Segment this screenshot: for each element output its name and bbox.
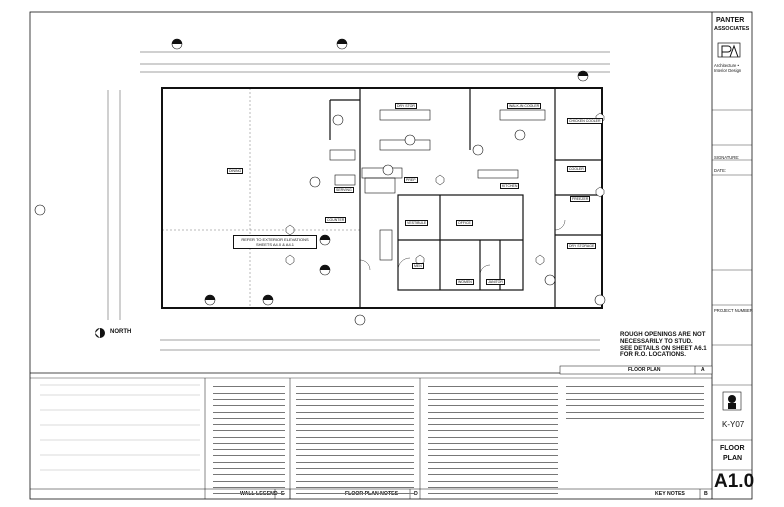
exterior-note-line1: REFER TO EXTERIOR ELEVATIONS: [241, 237, 309, 242]
room-chicken-cooler: CHICKEN COOLER: [567, 118, 603, 124]
key-notes-list-right: [566, 383, 704, 421]
room-womens: WOMEN: [456, 279, 474, 285]
signature-label: SIGNATURE:: [714, 155, 740, 160]
firm-tagline: Architecture • Interior Design: [714, 63, 742, 74]
room-mens: MEN: [412, 263, 424, 269]
exterior-note-line2: SHEETS A4.0 & A4.1: [255, 242, 295, 247]
callout-line2: NECESSARILY TO STUD.: [620, 337, 693, 345]
sheet-title-line1: FLOOR: [720, 445, 745, 452]
north-label: NORTH: [110, 329, 132, 335]
room-walk-in-cooler: WALK-IN COOLER: [507, 103, 542, 109]
room-office: OFFICE: [456, 220, 473, 226]
date-label: DATE:: [714, 168, 727, 173]
room-cooler: COOLER: [567, 166, 586, 172]
key-notes-letter: B: [704, 491, 708, 497]
key-notes-title: KEY NOTES: [655, 491, 685, 497]
sheet-title-line2: PLAN: [723, 455, 743, 462]
room-dry-stor: DRY STOR: [395, 103, 417, 109]
wall-legend-notes: [213, 383, 285, 496]
key-notes-list-left: [428, 383, 558, 496]
project-number-label: PROJECT NUMBER: [714, 308, 753, 313]
exterior-elevation-note: REFER TO EXTERIOR ELEVATIONS SHEETS A4.0…: [233, 235, 317, 249]
firm-name-line2: ASSOCIATES: [714, 26, 750, 32]
firm-name-line1: PANTER: [716, 17, 745, 24]
pa-monogram-logo: [717, 42, 741, 58]
room-janitor: JANITOR: [486, 279, 505, 285]
room-dry-storage: DRY STORAGE: [567, 243, 597, 249]
room-vestibule: VESTIBULE: [405, 220, 429, 226]
room-freezer: FREEZER: [570, 196, 591, 202]
rough-openings-callout: ROUGH OPENINGS ARE NOT NECESSARILY TO ST…: [620, 331, 708, 359]
room-dining: DINING: [227, 168, 244, 174]
room-kitchen: KITCHEN: [500, 183, 520, 189]
floor-plan-notes-list: [296, 383, 414, 496]
floor-plan-label: FLOOR PLAN: [628, 367, 661, 373]
callout-line4: FOR R.O. LOCATIONS.: [620, 351, 686, 359]
floor-plan-notes-letter: D: [414, 491, 418, 497]
callout-line1: ROUGH OPENINGS ARE NOT: [620, 331, 706, 338]
floor-plan-letter: A: [701, 367, 705, 373]
room-counter: COUNTER: [325, 217, 347, 223]
north-arrow-icon: [95, 328, 105, 338]
restaurant-id: K-Y07: [722, 420, 745, 429]
callout-line3: SEE DETAILS ON SHEET A6.1: [620, 344, 707, 352]
room-prep: PREP: [404, 177, 418, 183]
colonel-portrait-logo: [722, 391, 742, 411]
sheet-number: A1.0: [714, 471, 755, 492]
room-serving: SERVING: [334, 187, 354, 193]
